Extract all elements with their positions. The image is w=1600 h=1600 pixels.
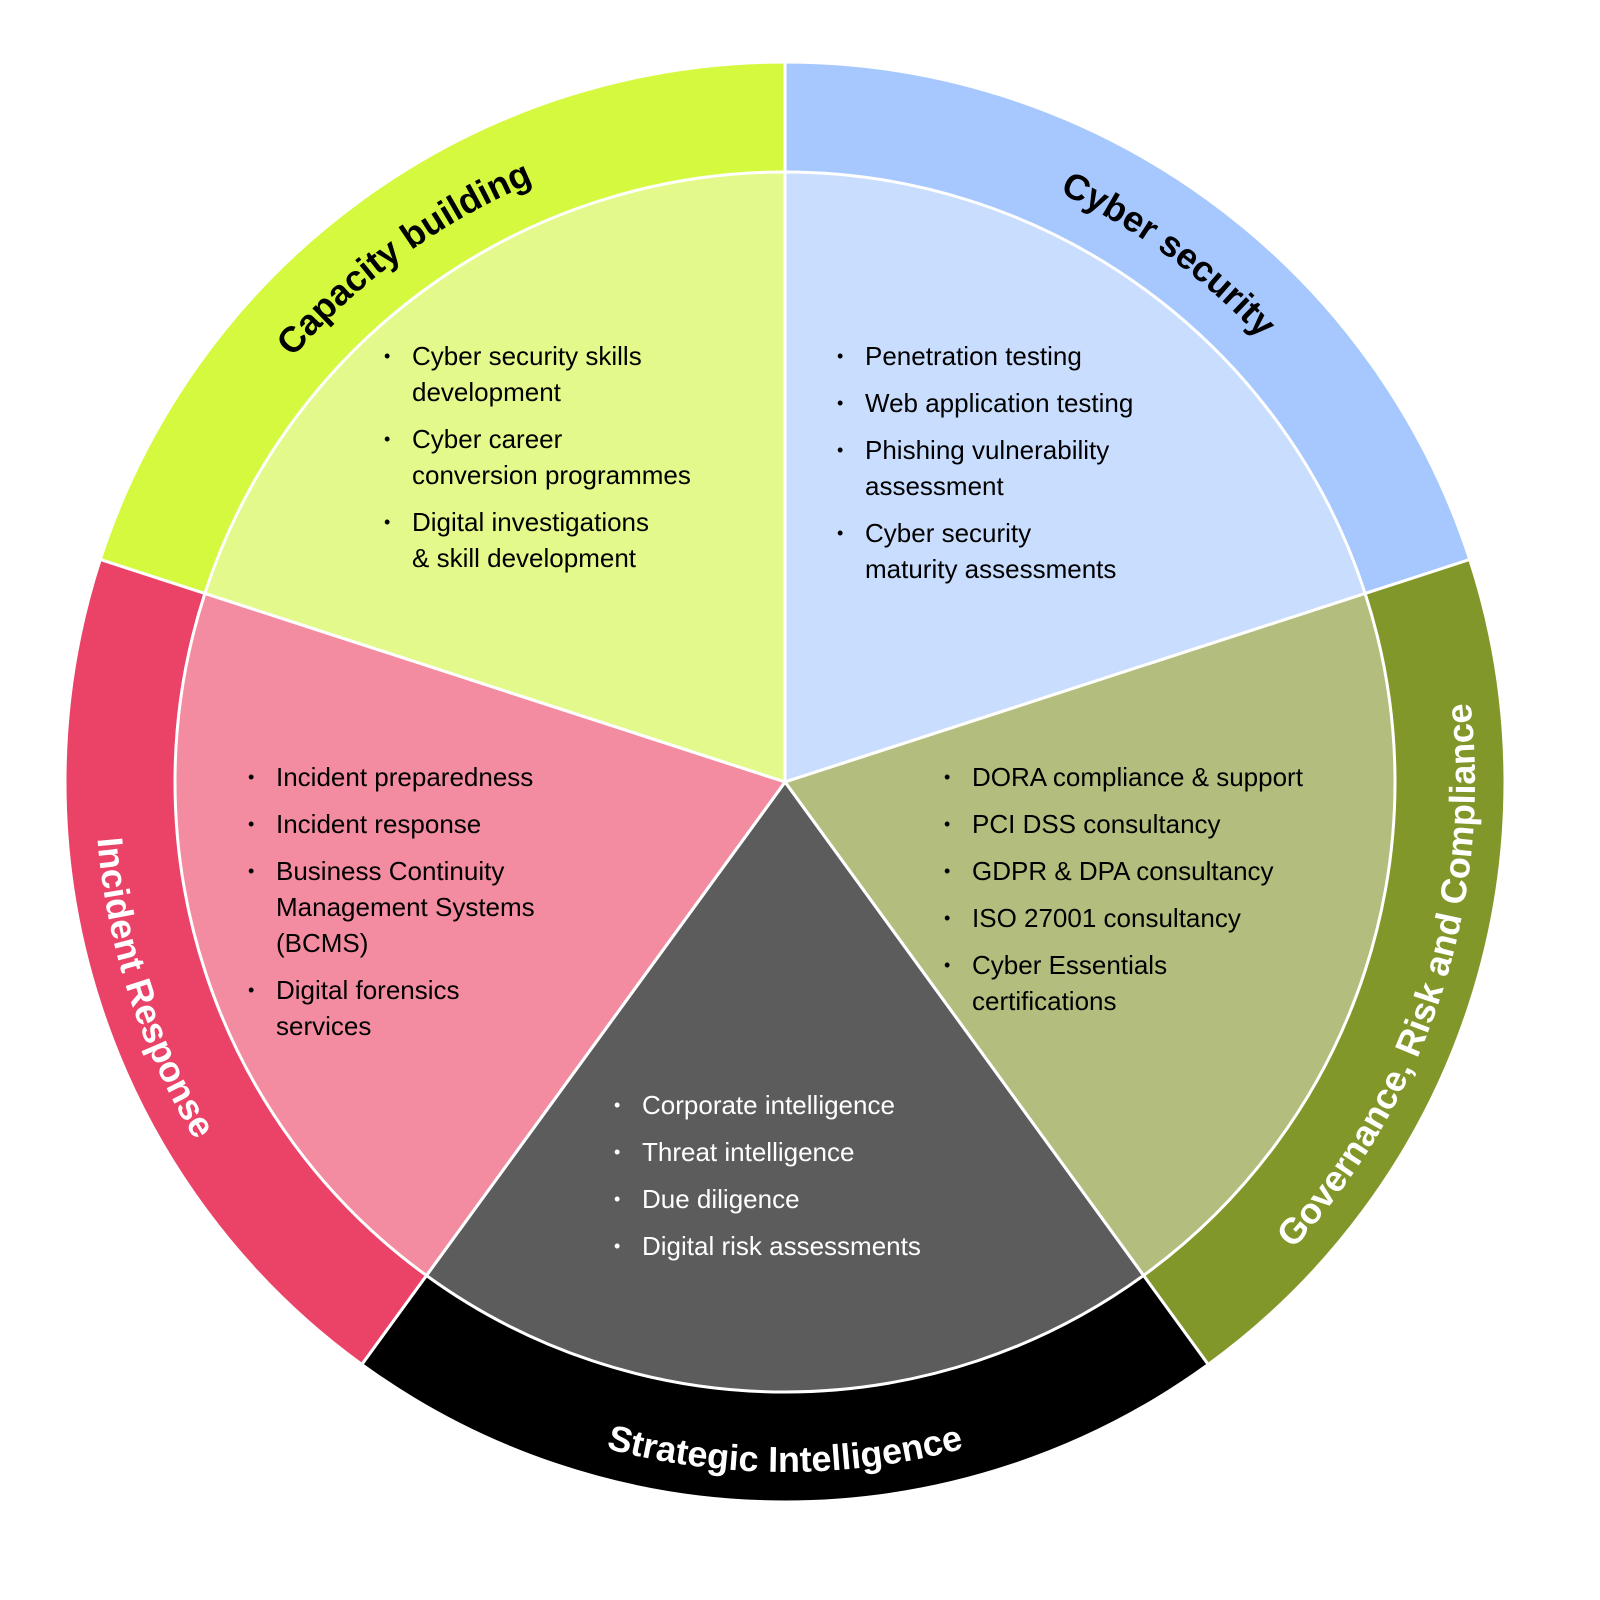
bullet-icon: • <box>614 1142 621 1162</box>
bullet-icon: • <box>248 861 255 881</box>
bullet-icon: • <box>837 346 844 366</box>
bullet-icon: • <box>837 440 844 460</box>
bullet-icon: • <box>837 393 844 413</box>
strategic-intelligence-inner-sector <box>424 779 1146 1394</box>
strategic-intelligence-service-list: •Corporate intelligence •Threat intellige… <box>614 1087 921 1275</box>
bullet-icon: • <box>614 1236 621 1256</box>
service-item: •Incident preparedness <box>248 759 535 795</box>
service-item: •Corporate intelligence <box>614 1087 921 1123</box>
service-item: •Threat intelligence <box>614 1134 921 1170</box>
bullet-icon: • <box>614 1189 621 1209</box>
bullet-icon: • <box>944 767 951 787</box>
incident-response-service-list: •Incident preparedness •Incident response… <box>248 759 535 1055</box>
governance-risk-compliance-inner-sector <box>782 591 1397 1278</box>
bullet-icon: • <box>944 908 951 928</box>
incident-response-inner-sector <box>173 591 788 1278</box>
governance-risk-compliance-service-list: •DORA compliance & support •PCI DSS consu… <box>944 759 1303 1030</box>
capacity-building-inner-sector <box>202 170 787 785</box>
service-item: •Digital risk assessments <box>614 1228 921 1264</box>
cyber-security-service-list: •Penetration testing •Web application tes… <box>837 338 1133 598</box>
bullet-icon: • <box>248 767 255 787</box>
bullet-icon: • <box>384 346 391 366</box>
bullet-icon: • <box>384 429 391 449</box>
service-item: •PCI DSS consultancy <box>944 806 1303 842</box>
service-item: •Penetration testing <box>837 338 1133 374</box>
service-item: •Digital investigations& skill developme… <box>384 504 691 576</box>
service-item: •Incident response <box>248 806 535 842</box>
service-item: •ISO 27001 consultancy <box>944 900 1303 936</box>
bullet-icon: • <box>944 955 951 975</box>
service-item: •Due diligence <box>614 1181 921 1217</box>
bullet-icon: • <box>944 814 951 834</box>
service-item: •GDPR & DPA consultancy <box>944 853 1303 889</box>
bullet-icon: • <box>837 523 844 543</box>
bullet-icon: • <box>944 861 951 881</box>
bullet-icon: • <box>384 512 391 532</box>
service-item: •Web application testing <box>837 385 1133 421</box>
service-item: •DORA compliance & support <box>944 759 1303 795</box>
cyber-security-inner-sector <box>783 170 1368 785</box>
bullet-icon: • <box>248 980 255 1000</box>
bullet-icon: • <box>614 1095 621 1115</box>
bullet-icon: • <box>248 814 255 834</box>
